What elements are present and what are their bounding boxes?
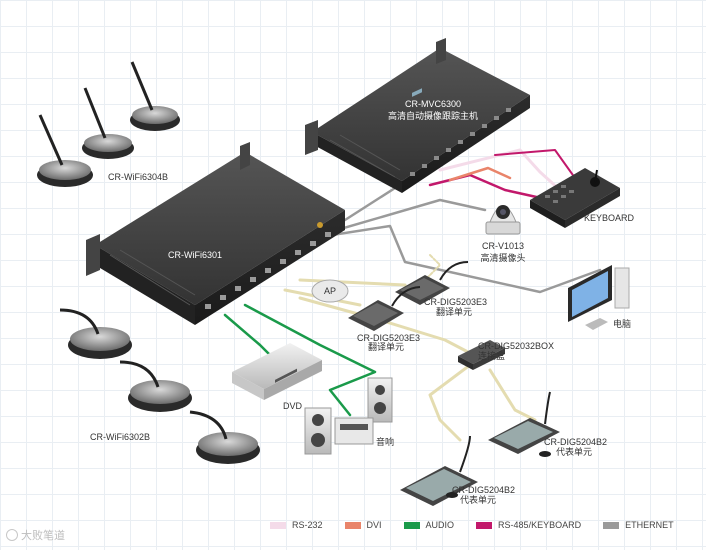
- delegate-b-desc-label: 代表单元: [556, 447, 593, 457]
- legend-swatch: [270, 521, 286, 529]
- wifi6301-rack: [86, 142, 345, 325]
- interpreter-b-desc-label: 翻译单元: [436, 307, 473, 317]
- legend-swatch: [403, 521, 420, 529]
- keyboard-device: [530, 168, 620, 228]
- dvd-device: [232, 343, 322, 400]
- dvd-label: DVD: [283, 401, 303, 411]
- mvc6300-rack: [305, 38, 530, 193]
- rs232-cable: [438, 148, 562, 192]
- ap-device: [311, 279, 349, 303]
- interpreter-unit-a: [348, 286, 421, 331]
- legend-swatch: [476, 521, 493, 529]
- legend-item-audio: AUDIO: [403, 520, 455, 530]
- legend-label: RS-232: [292, 520, 323, 530]
- legend-label: RS-485/KEYBOARD: [498, 520, 582, 530]
- delegate-a-model-label: CR-DIG5204B2: [452, 485, 516, 495]
- cable-legend: RS-232 DVI AUDIO RS-485/KEYBOARD ETHERNE…: [270, 518, 674, 532]
- legend-item-dvi: DVI: [344, 520, 382, 530]
- camera-device: [485, 205, 521, 235]
- interpreter-unit-b: [395, 88, 469, 305]
- ap-label: AP: [323, 286, 336, 296]
- cables: [223, 148, 602, 442]
- legend-label: ETHERNET: [625, 520, 674, 530]
- legend-item-rs232: RS-232: [270, 520, 323, 530]
- delegate-b-model-label: CR-DIG5204B2: [544, 437, 608, 447]
- audio-cable-speaker: [243, 303, 377, 417]
- watermark-logo-icon: [6, 529, 18, 541]
- computer-label: 电脑: [613, 319, 632, 329]
- dvi-cable: [448, 166, 512, 182]
- legend-swatch: [344, 521, 361, 529]
- connection-box-device: [458, 340, 505, 370]
- camera-desc-label: 高清摄像头: [480, 253, 526, 263]
- camera-model-label: CR-V1013: [481, 241, 525, 251]
- ethernet-cable-to-computer: [298, 224, 602, 294]
- speaker-device: [304, 377, 393, 455]
- bus-cable-interpreter-b: [298, 278, 407, 287]
- keyboard-label: KEYBOARD: [584, 213, 635, 223]
- wifi6304b-label: CR-WiFi6304B: [108, 172, 169, 182]
- legend-item-ethernet: ETHERNET: [603, 520, 674, 530]
- legend-item-rs485: RS-485/KEYBOARD: [476, 520, 581, 530]
- interpreter-a-model-label: CR-DIG5203E3: [357, 333, 421, 343]
- wifi6304b-mics: [37, 61, 180, 187]
- interpreter-b-model-label: CR-DIG5203E3: [424, 297, 488, 307]
- computer-device: [568, 265, 630, 330]
- mvc6300-model-label: CR-MVC6300: [404, 99, 462, 109]
- bus-cable-delegate-b: [488, 368, 537, 422]
- mvc6300-desc-label: 高清自动摄像跟踪主机: [387, 111, 478, 121]
- interpreter-a-desc-label: 翻译单元: [368, 342, 405, 352]
- wifi6302b-label: CR-WiFi6302B: [90, 432, 151, 442]
- delegate-unit-a: [400, 435, 478, 506]
- legend-label: DVI: [366, 520, 382, 530]
- connection-box-desc-label: 连接盒: [478, 351, 506, 361]
- delegate-a-desc-label: 代表单元: [460, 495, 497, 505]
- wifi6302b-mics: [59, 308, 260, 464]
- watermark-text: 大败笔道: [21, 530, 65, 542]
- audio-cable-dvd: [223, 313, 277, 362]
- rs485-cable: [428, 173, 552, 202]
- legend-label: AUDIO: [425, 520, 455, 530]
- system-diagram: [37, 38, 630, 506]
- watermark: 大败笔道: [6, 527, 65, 543]
- wifi6301-label: CR-WiFi6301: [168, 250, 223, 260]
- ethernet-cable-to-camera: [328, 198, 487, 234]
- speaker-label: 音响: [376, 437, 395, 447]
- delegate-unit-b: [488, 391, 560, 457]
- rs485-cable-2: [494, 149, 576, 179]
- connection-box-model-label: CR-DIG52032BOX: [478, 341, 555, 351]
- legend-swatch: [603, 521, 620, 529]
- bus-cable-box: [298, 296, 470, 354]
- bus-cable-delegate-a: [428, 363, 472, 442]
